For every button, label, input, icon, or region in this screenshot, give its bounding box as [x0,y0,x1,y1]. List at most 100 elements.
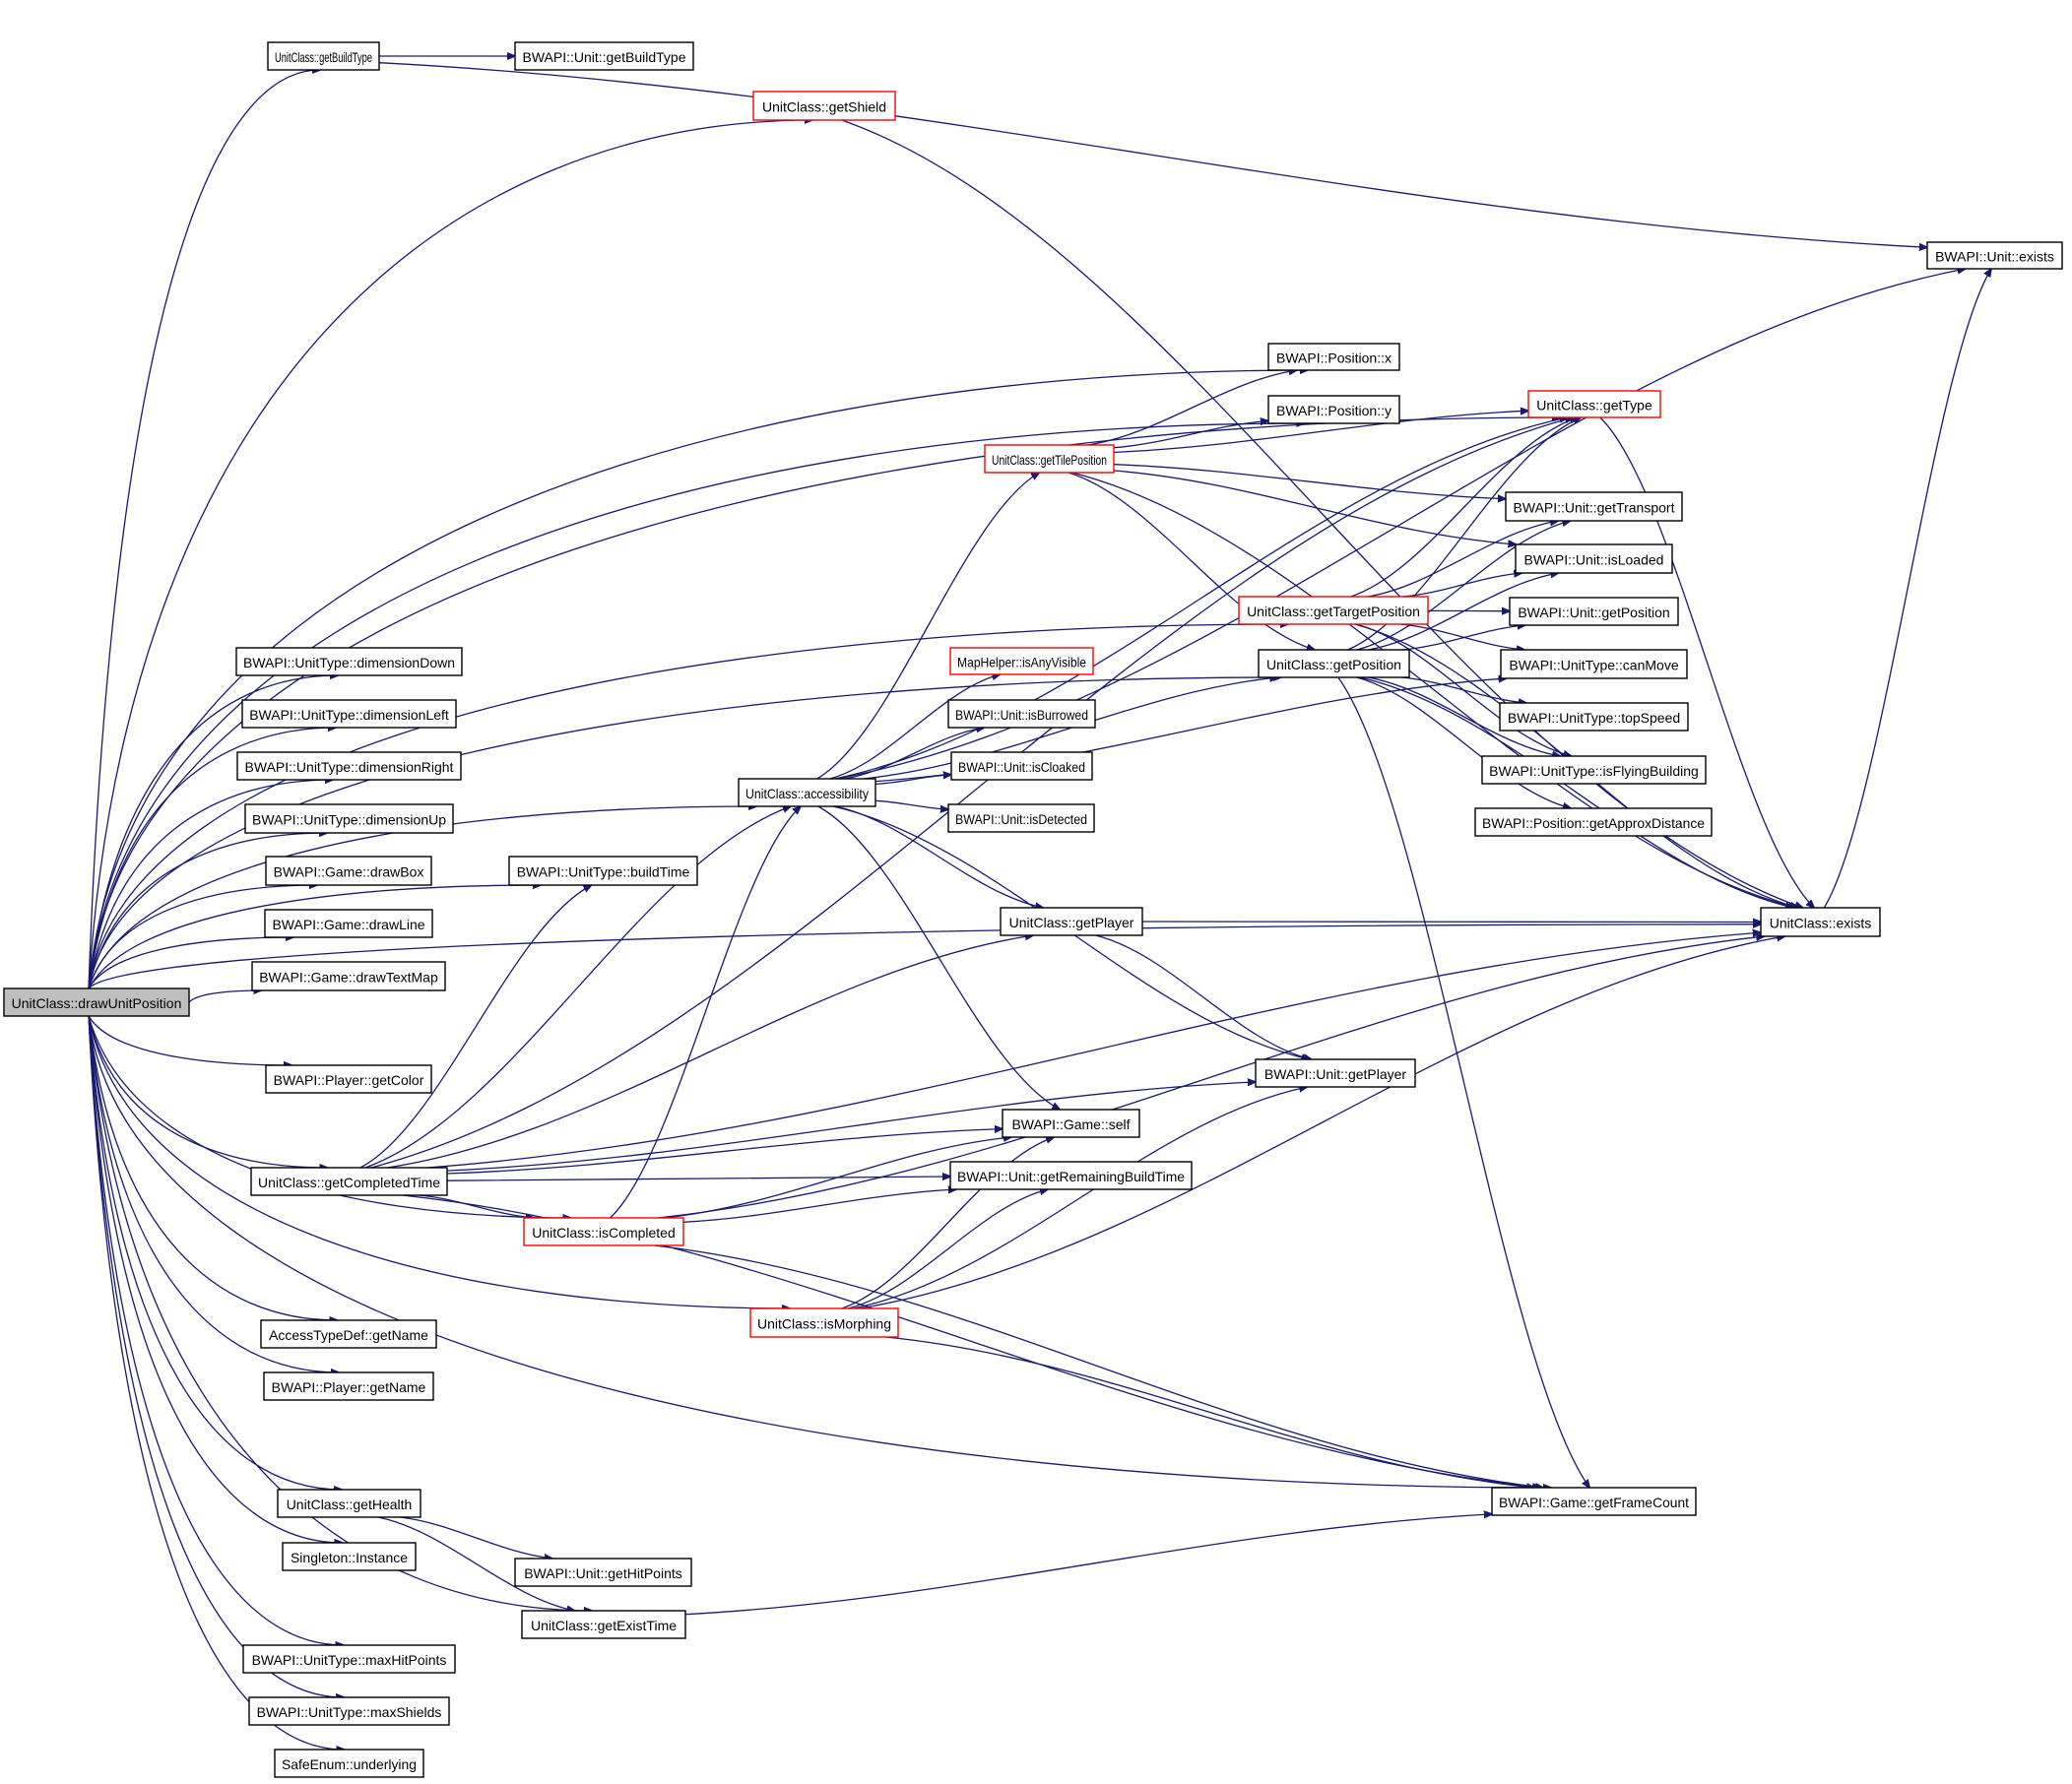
node-box[interactable] [749,1307,899,1338]
node-box[interactable] [235,647,463,676]
node-uc-isMorphing[interactable]: UnitClass::isMorphing [749,1307,899,1338]
node-box[interactable] [1238,596,1429,625]
node-box[interactable] [1500,649,1688,679]
node-box[interactable] [251,961,446,991]
node-box[interactable] [1255,1058,1416,1088]
node-ut-isFlyingBuilding[interactable]: BWAPI::UnitType::isFlyingBuilding [1481,755,1707,785]
node-mh-isAnyVisible[interactable]: MapHelper::isAnyVisible [949,647,1094,675]
node-box[interactable] [282,1542,417,1571]
node-box[interactable] [947,699,1096,729]
node-pos-x[interactable]: BWAPI::Position::x [1267,343,1400,371]
node-ut-dimensionLeft[interactable]: BWAPI::UnitType::dimensionLeft [241,699,457,729]
node-uc-getCompletedTime[interactable]: UnitClass::getCompletedTime [250,1167,448,1196]
node-box[interactable] [1491,1487,1697,1516]
node-box[interactable] [949,647,1094,675]
node-box[interactable] [752,91,896,121]
node-box[interactable] [1505,491,1683,522]
node-box[interactable] [1002,1109,1140,1138]
node-ut-topSpeed[interactable]: BWAPI::UnitType::topSpeed [1499,702,1689,732]
node-box[interactable] [947,803,1095,833]
node-box[interactable] [250,1167,448,1196]
node-u-isBurrowed[interactable]: BWAPI::Unit::isBurrowed [947,699,1096,729]
node-box[interactable] [248,1696,450,1726]
node-box[interactable] [263,1371,434,1401]
node-uc-getTilePosition[interactable]: UnitClass::getTilePosition [984,444,1115,474]
node-box[interactable] [265,856,432,886]
node-u-isCloaked[interactable]: BWAPI::Unit::isCloaked [950,751,1093,781]
node-pos-getApproxDistance[interactable]: BWAPI::Position::getApproxDistance [1474,807,1713,837]
node-p-getColor[interactable]: BWAPI::Player::getColor [265,1064,432,1094]
node-box[interactable] [1926,241,2063,270]
node-u-getPosition[interactable]: BWAPI::Unit::getPosition [1509,597,1679,626]
node-uc-isCompleted[interactable]: UnitClass::isCompleted [523,1217,684,1246]
node-pos-y[interactable]: BWAPI::Position::y [1267,395,1400,424]
node-uc-getType[interactable]: UnitClass::getType [1527,390,1661,418]
node-box[interactable] [1481,755,1707,785]
node-box[interactable] [242,1644,456,1674]
node-g-self[interactable]: BWAPI::Game::self [1002,1109,1140,1138]
node-ut-canMove[interactable]: BWAPI::UnitType::canMove [1500,649,1688,679]
node-uc-getTargetPosition[interactable]: UnitClass::getTargetPosition [1238,596,1429,625]
node-ut-dimensionDown[interactable]: BWAPI::UnitType::dimensionDown [235,647,463,676]
node-box[interactable] [274,1749,424,1778]
node-box[interactable] [514,41,694,71]
node-ut-buildTime[interactable]: BWAPI::UnitType::buildTime [508,856,698,886]
node-box[interactable] [264,909,433,938]
node-box[interactable] [241,699,457,729]
node-box[interactable] [523,1217,684,1246]
node-box[interactable] [1515,543,1673,574]
node-uc-getPlayer[interactable]: UnitClass::getPlayer [1000,907,1143,936]
node-uc-getBuildType[interactable]: UnitClass::getBuildType [267,41,380,71]
node-box[interactable] [267,41,380,71]
node-p-getName[interactable]: BWAPI::Player::getName [263,1371,434,1401]
node-box[interactable] [984,444,1115,474]
node-box[interactable] [1499,702,1689,732]
node-box[interactable] [1509,597,1679,626]
node-ut-dimensionUp[interactable]: BWAPI::UnitType::dimensionUp [244,803,454,834]
node-box[interactable] [950,751,1093,781]
node-box[interactable] [949,1161,1193,1190]
node-u-getHitPoints[interactable]: BWAPI::Unit::getHitPoints [514,1558,692,1587]
node-u-exists[interactable]: BWAPI::Unit::exists [1926,241,2063,270]
node-box[interactable] [514,1558,692,1587]
node-box[interactable] [1760,907,1881,937]
node-se-underlying[interactable]: SafeEnum::underlying [274,1749,424,1778]
node-box[interactable] [244,803,454,834]
node-box[interactable] [508,856,698,886]
node-box[interactable] [1258,649,1410,678]
node-u-getPlayer[interactable]: BWAPI::Unit::getPlayer [1255,1058,1416,1088]
node-ut-maxShields[interactable]: BWAPI::UnitType::maxShields [248,1696,450,1726]
node-ut-dimensionRight[interactable]: BWAPI::UnitType::dimensionRight [236,751,462,781]
node-g-drawTextMap[interactable]: BWAPI::Game::drawTextMap [251,961,446,991]
node-u-isLoaded[interactable]: BWAPI::Unit::isLoaded [1515,543,1673,574]
node-box[interactable] [738,778,876,807]
node-g-drawBox[interactable]: BWAPI::Game::drawBox [265,856,432,886]
node-box[interactable] [1474,807,1713,837]
node-s-instance[interactable]: Singleton::Instance [282,1542,417,1571]
node-uc-accessibility[interactable]: UnitClass::accessibility [738,778,876,807]
node-atd-getName[interactable]: AccessTypeDef::getName [260,1319,437,1349]
node-box[interactable] [260,1319,437,1349]
node-box[interactable] [1527,390,1661,418]
node-root[interactable]: UnitClass::drawUnitPosition [3,988,190,1017]
node-g-drawLine[interactable]: BWAPI::Game::drawLine [264,909,433,938]
node-ut-maxHitPoints[interactable]: BWAPI::UnitType::maxHitPoints [242,1644,456,1674]
node-uc-getShield[interactable]: UnitClass::getShield [752,91,896,121]
node-uc-getExistTime[interactable]: UnitClass::getExistTime [521,1610,686,1639]
node-box[interactable] [1267,395,1400,424]
node-box[interactable] [236,751,462,781]
node-box[interactable] [265,1064,432,1094]
node-box[interactable] [277,1489,421,1518]
node-u-getRemainingBuildTime[interactable]: BWAPI::Unit::getRemainingBuildTime [949,1161,1193,1190]
node-uc-getHealth[interactable]: UnitClass::getHealth [277,1489,421,1518]
node-uc-exists[interactable]: UnitClass::exists [1760,907,1881,937]
node-u-getTransport[interactable]: BWAPI::Unit::getTransport [1505,491,1683,522]
node-u-isDetected[interactable]: BWAPI::Unit::isDetected [947,803,1095,833]
node-box[interactable] [3,988,190,1017]
node-g-getFrameCount[interactable]: BWAPI::Game::getFrameCount [1491,1487,1697,1516]
node-box[interactable] [1000,907,1143,936]
node-u-getBuildType[interactable]: BWAPI::Unit::getBuildType [514,41,694,71]
node-box[interactable] [1267,343,1400,371]
node-uc-getPosition[interactable]: UnitClass::getPosition [1258,649,1410,678]
node-box[interactable] [521,1610,686,1639]
